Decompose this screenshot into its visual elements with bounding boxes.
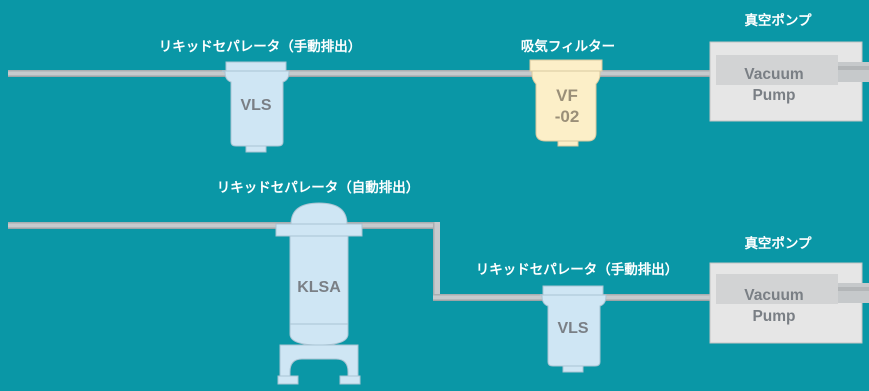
vls-separator-row2: VLS <box>539 285 607 373</box>
vls-separator-row1: VLS <box>221 61 290 153</box>
klsa-name: KLSA <box>297 279 341 296</box>
vf02-filter: VF -02 <box>529 59 603 147</box>
pump-line1-row2: Vacuum <box>744 287 803 304</box>
pump-label-row2: 真空ポンプ <box>744 235 812 252</box>
separator-label-row2: リキッドセパレータ（手動排出） <box>476 261 679 278</box>
vacuum-pump-row1: Vacuum Pump <box>709 41 869 122</box>
vf-name-line1: VF <box>556 86 578 105</box>
klsa-auto-separator: KLSA <box>275 202 363 385</box>
separator-label-row1: リキッドセパレータ（手動排出） <box>159 38 362 55</box>
pump-line1-row1: Vacuum <box>744 66 803 83</box>
row1-pipe <box>8 70 718 77</box>
vls-name-row1: VLS <box>240 97 271 114</box>
pump-label-row1: 真空ポンプ <box>744 12 812 29</box>
vf-name-line2: -02 <box>555 107 580 126</box>
pump-line2-row1: Pump <box>752 87 795 104</box>
vacuum-pump-row2: Vacuum Pump <box>709 262 869 344</box>
auto-separator-label: リキッドセパレータ（自動排出） <box>217 179 420 196</box>
filter-label: 吸気フィルター <box>521 38 615 55</box>
vls-name-row2: VLS <box>557 320 588 337</box>
pump-line2-row2: Pump <box>752 308 795 325</box>
